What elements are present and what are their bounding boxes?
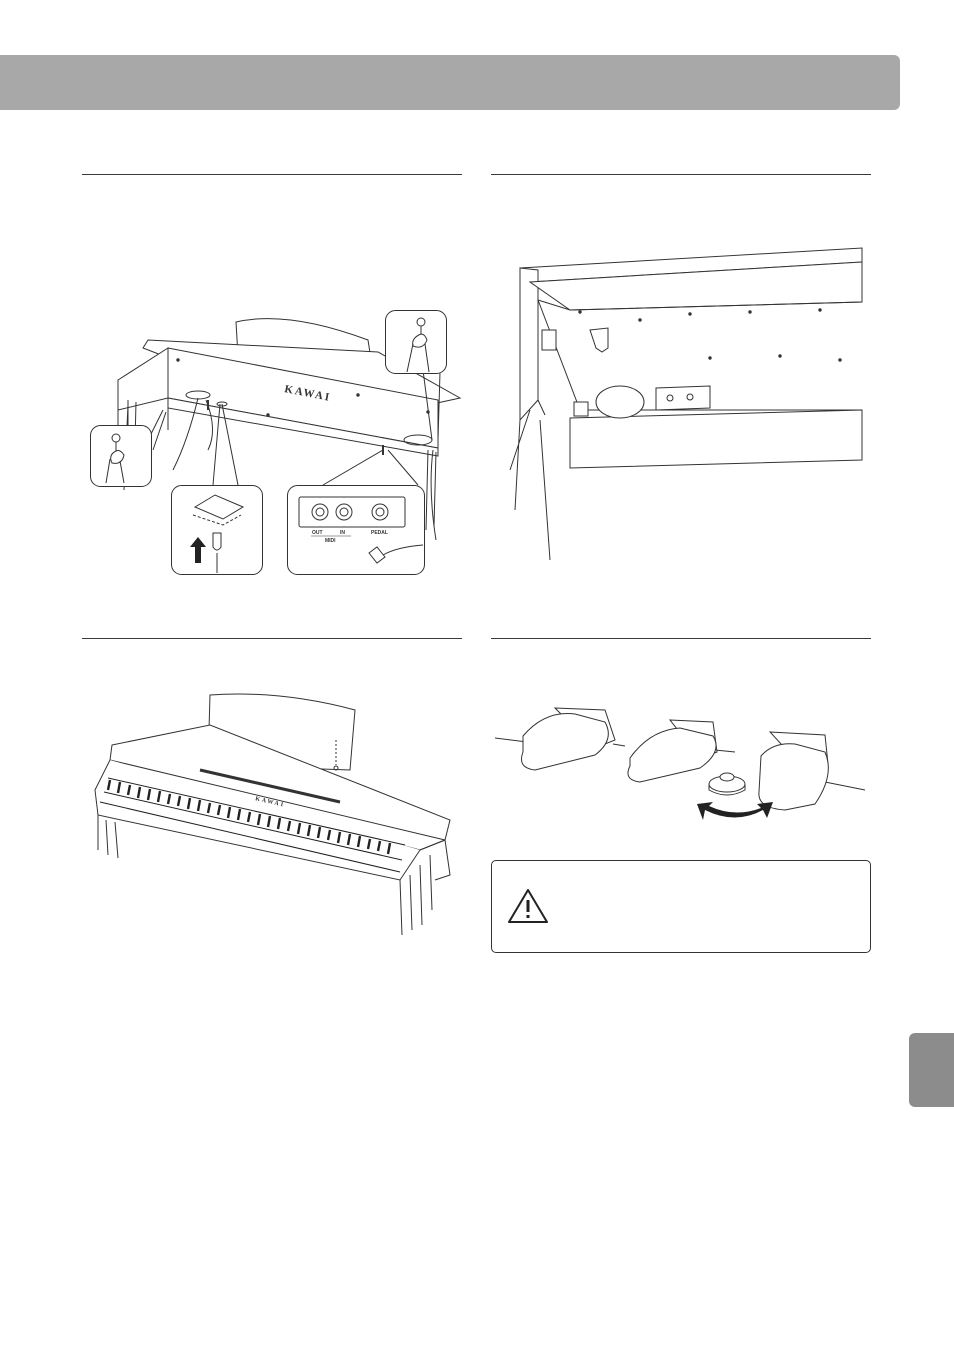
- callout-power-connector: [171, 485, 263, 575]
- chapter-side-tab: [909, 1033, 954, 1107]
- jack-label-out: OUT: [312, 530, 323, 536]
- figure-music-rest-install: KAWAI: [90, 690, 460, 940]
- section-divider-bottom-right: [491, 638, 871, 639]
- double-headed-curved-arrow-icon: [697, 802, 773, 820]
- figure-cable-connection: KAWAI: [88, 300, 462, 580]
- jack-group-label-midi: MIDI: [325, 538, 336, 544]
- page-header-bar: [0, 55, 900, 110]
- section-divider-bottom-left: [82, 638, 462, 639]
- figure-piano-underside: [490, 240, 870, 570]
- caution-box: [491, 860, 871, 953]
- jack-label-in: IN: [340, 530, 345, 536]
- section-divider-top-right: [491, 174, 871, 175]
- jack-label-pedal: PEDAL: [371, 530, 388, 536]
- callout-jack-panel: OUT IN PEDAL MIDI: [287, 485, 425, 575]
- keyboard-keys: [99, 777, 406, 873]
- up-arrow-icon: [190, 537, 206, 563]
- warning-triangle-icon: [508, 889, 548, 923]
- section-divider-top-left: [82, 174, 462, 175]
- figure-pedal-adjuster: [494, 700, 870, 835]
- callout-cable-clip-right: [385, 310, 447, 374]
- callout-cable-clip-left: [90, 425, 152, 487]
